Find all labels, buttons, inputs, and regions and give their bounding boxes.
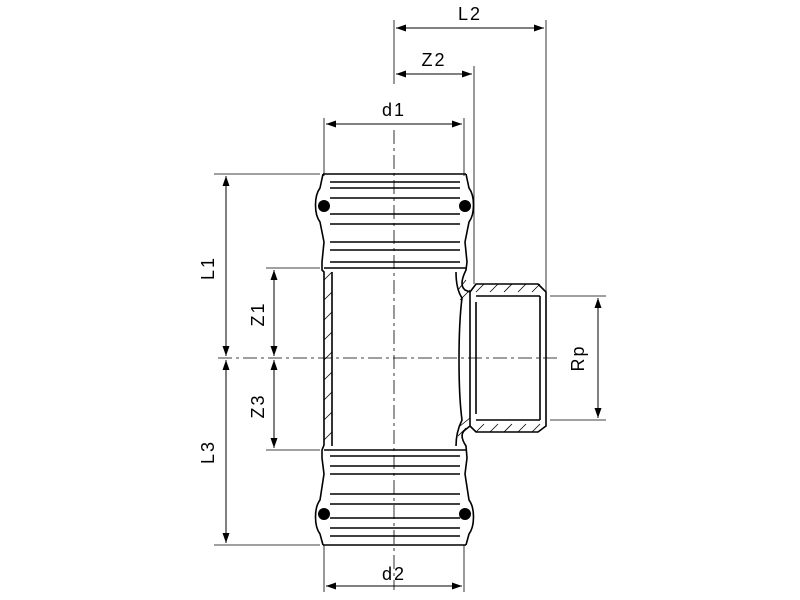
center-lines	[218, 130, 560, 590]
right-inner-wall	[455, 271, 463, 447]
wall-hatching	[323, 271, 541, 441]
branch-outlet	[469, 283, 547, 433]
label-l2: L2	[458, 4, 482, 24]
fitting-body	[314, 173, 547, 546]
dimension-lines	[222, 24, 602, 590]
label-z2: Z2	[421, 50, 446, 70]
o-ring-bottom-left	[318, 508, 330, 520]
label-d2: d2	[382, 564, 406, 584]
label-l1: L1	[198, 256, 218, 280]
label-l3: L3	[198, 440, 218, 464]
left-outer-wall	[314, 173, 325, 546]
label-z1: Z1	[248, 301, 268, 326]
right-outer-wall-lower	[461, 425, 475, 546]
o-rings	[318, 200, 471, 520]
extension-lines	[214, 20, 606, 592]
right-outer-wall	[461, 173, 475, 293]
label-rp: Rp	[568, 344, 588, 371]
o-ring-top-left	[318, 200, 330, 212]
label-d1: d1	[382, 100, 406, 120]
o-ring-bottom-right	[459, 508, 471, 520]
o-ring-top-right	[459, 200, 471, 212]
label-z3: Z3	[248, 393, 268, 418]
